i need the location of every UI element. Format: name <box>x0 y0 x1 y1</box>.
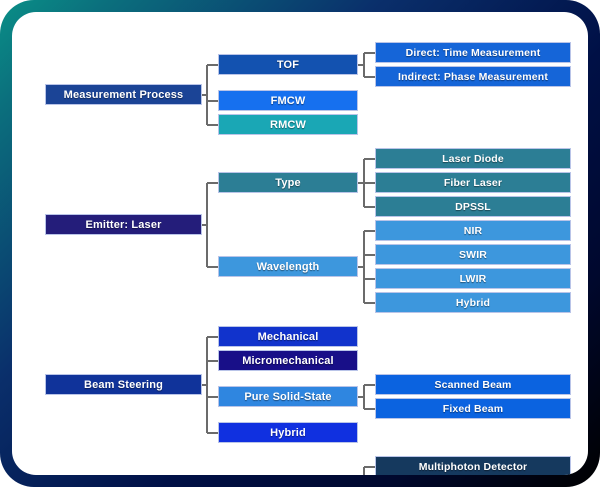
connector-bus-to-grandchild <box>364 205 375 208</box>
connector-bus-to-child <box>207 431 218 434</box>
node-fmcw[interactable]: FMCW <box>218 90 358 111</box>
connector-bus-to-grandchild <box>364 383 375 386</box>
connector-bus-to-child <box>207 99 218 102</box>
node-beam-steering[interactable]: Beam Steering <box>45 374 202 395</box>
connector-bus-to-grandchild <box>364 51 375 54</box>
node-micromechanical[interactable]: Micromechanical <box>218 350 358 371</box>
node-tof[interactable]: TOF <box>218 54 358 75</box>
connector-child-to-bus <box>358 265 364 268</box>
connector-bus-to-grandchild <box>364 407 375 410</box>
node-lwir[interactable]: LWIR <box>375 268 571 289</box>
connector-bus-to-child <box>207 395 218 398</box>
connector-child-to-bus <box>358 63 364 66</box>
node-swir[interactable]: SWIR <box>375 244 571 265</box>
node-hybrid[interactable]: Hybrid <box>218 422 358 443</box>
node-type[interactable]: Type <box>218 172 358 193</box>
connector-root-to-bus <box>202 223 207 226</box>
connector-bus-to-child <box>207 123 218 126</box>
node-pure-solid-state[interactable]: Pure Solid-State <box>218 386 358 407</box>
connector-child-to-bus <box>358 181 364 184</box>
connector-bus-vertical <box>363 52 365 77</box>
connector-root-bus-vertical <box>206 64 208 125</box>
connector-bus-vertical <box>363 230 365 303</box>
node-scanned-beam[interactable]: Scanned Beam <box>375 374 571 395</box>
connector-root-to-bus <box>202 383 207 386</box>
node-dpssl[interactable]: DPSSL <box>375 196 571 217</box>
connector-child-to-bus <box>358 395 364 398</box>
node-indirect-phase-measurement[interactable]: Indirect: Phase Measurement <box>375 66 571 87</box>
node-hybrid[interactable]: Hybrid <box>375 292 571 313</box>
connector-bus-to-grandchild <box>364 157 375 160</box>
connector-bus-vertical <box>363 384 365 409</box>
node-wavelength[interactable]: Wavelength <box>218 256 358 277</box>
node-rmcw[interactable]: RMCW <box>218 114 358 135</box>
connector-bus-to-grandchild <box>364 181 375 184</box>
node-direct-time-measurement[interactable]: Direct: Time Measurement <box>375 42 571 63</box>
node-multiphoton-detector[interactable]: Multiphoton Detector <box>375 456 571 475</box>
connector-bus-to-grandchild <box>364 465 375 468</box>
connector-bus-to-grandchild <box>364 277 375 280</box>
connector-bus-to-child <box>207 265 218 268</box>
connector-bus-vertical <box>363 466 365 475</box>
connector-root-to-bus <box>202 93 207 96</box>
node-fixed-beam[interactable]: Fixed Beam <box>375 398 571 419</box>
connector-bus-to-child <box>207 181 218 184</box>
node-mechanical[interactable]: Mechanical <box>218 326 358 347</box>
connector-bus-to-child <box>207 63 218 66</box>
connector-bus-to-grandchild <box>364 301 375 304</box>
connector-bus-to-grandchild <box>364 253 375 256</box>
node-fiber-laser[interactable]: Fiber Laser <box>375 172 571 193</box>
node-laser-diode[interactable]: Laser Diode <box>375 148 571 169</box>
connector-bus-to-child <box>207 335 218 338</box>
connector-root-bus-vertical <box>206 182 208 267</box>
node-emitter-laser[interactable]: Emitter: Laser <box>45 214 202 235</box>
connector-bus-to-child <box>207 359 218 362</box>
connector-root-bus-vertical <box>206 336 208 433</box>
connector-bus-to-grandchild <box>364 75 375 78</box>
connector-bus-to-grandchild <box>364 229 375 232</box>
node-nir[interactable]: NIR <box>375 220 571 241</box>
node-measurement-process[interactable]: Measurement Process <box>45 84 202 105</box>
